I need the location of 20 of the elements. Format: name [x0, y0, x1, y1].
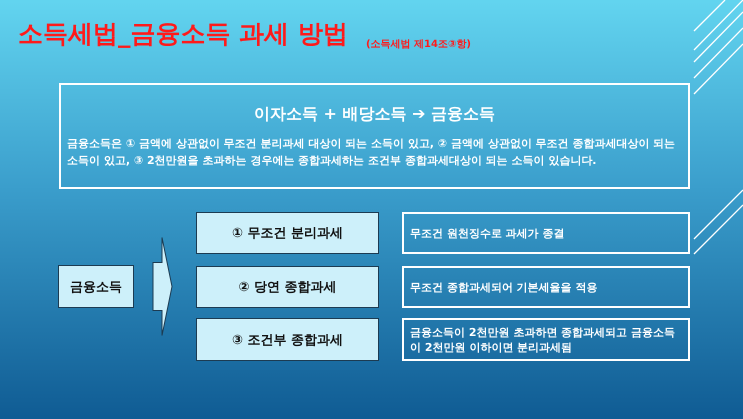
- label: ② 당연 종합과세: [238, 279, 337, 296]
- heading: 이자소득 + 배당소득 ➔ 금융소득: [252, 104, 496, 124]
- title: 소득세법_금융소득 과세 방법: [18, 18, 348, 50]
- description-box: [402, 266, 690, 308]
- process-box: [196, 318, 379, 361]
- label: ③ 조건부 종합과세: [232, 332, 344, 348]
- description-box: [402, 318, 690, 361]
- label: ① 무조건 분리과세: [232, 225, 344, 242]
- subtitle-note: (소득세법 제14조③항): [366, 38, 472, 51]
- label: 금융소득: [70, 278, 122, 296]
- label: 무조건 종합과세되어 기본세율을 적용: [410, 280, 598, 294]
- info-panel: [59, 83, 690, 189]
- label: 금융소득이 2천만원 초과하면 종합과세되고 금융소득이 2천만원 이하이면 분리과세됨: [410, 324, 676, 354]
- process-box: [196, 266, 379, 308]
- block-arrow: [152, 237, 173, 336]
- label: 무조건 원천징수로 과세가 종결: [410, 226, 566, 240]
- process-box: [196, 212, 379, 254]
- body-text: 금융소득은 ① 금액에 상관없이 무조건 분리과세 대상이 되는 소득이 있고, ② 금액에 상관없이 무조건 종합과세대상이 되는 소득이 있고, ③ 2천만원을 초과하는 경우에는 종합과세하는 조건부 종합과세대상이 되는 소득이 있습니다.: [67, 136, 676, 168]
- description-box: [402, 212, 690, 254]
- process-box: [58, 265, 134, 308]
